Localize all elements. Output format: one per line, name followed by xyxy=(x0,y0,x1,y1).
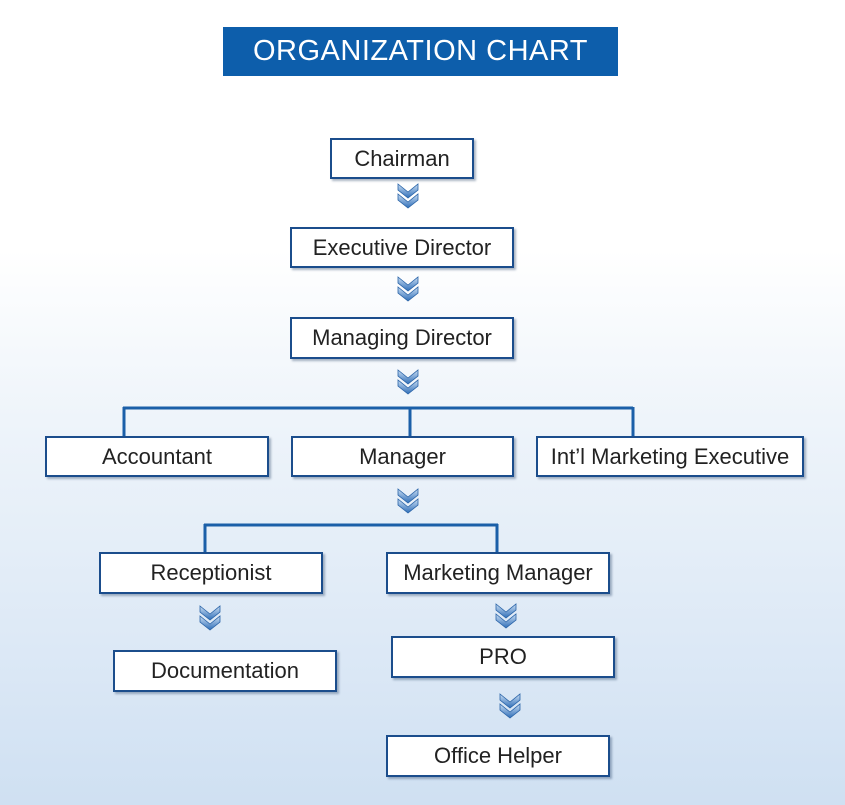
node-executive-director: Executive Director xyxy=(290,227,514,268)
node-manager: Manager xyxy=(291,436,514,477)
node-office-helper: Office Helper xyxy=(386,735,610,777)
double-chevron-down-icon xyxy=(397,276,419,302)
md-branch-connector xyxy=(122,406,635,438)
double-chevron-down-icon xyxy=(199,605,221,631)
node-intl-marketing-executive: Int’l Marketing Executive xyxy=(536,436,804,477)
node-accountant: Accountant xyxy=(45,436,269,477)
node-marketing-manager: Marketing Manager xyxy=(386,552,610,594)
node-documentation: Documentation xyxy=(113,650,337,692)
node-chairman: Chairman xyxy=(330,138,474,179)
double-chevron-down-icon xyxy=(495,603,517,629)
page-title: ORGANIZATION CHART xyxy=(223,27,618,76)
double-chevron-down-icon xyxy=(397,488,419,514)
double-chevron-down-icon xyxy=(397,183,419,209)
node-managing-director: Managing Director xyxy=(290,317,514,359)
manager-branch-connector xyxy=(203,523,499,554)
double-chevron-down-icon xyxy=(499,693,521,719)
node-receptionist: Receptionist xyxy=(99,552,323,594)
double-chevron-down-icon xyxy=(397,369,419,395)
node-pro: PRO xyxy=(391,636,615,678)
